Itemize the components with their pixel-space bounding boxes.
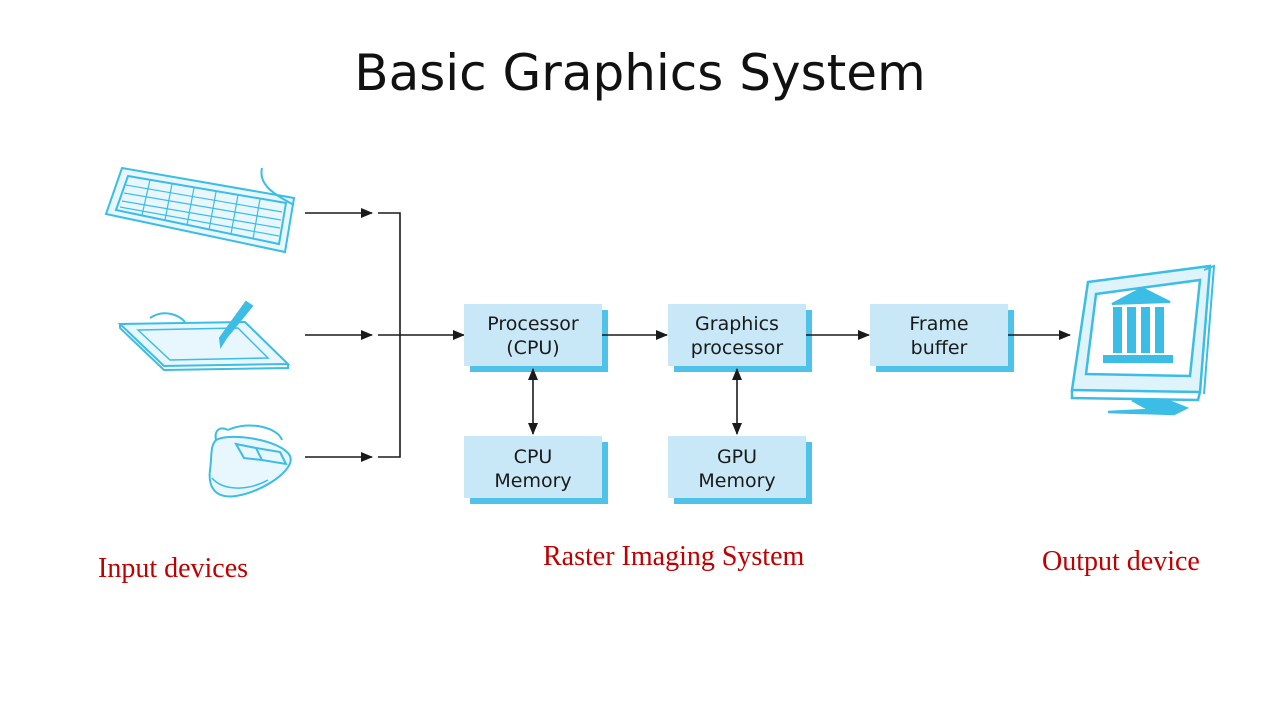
box-gpu-memory: GPU Memory xyxy=(668,436,812,504)
input-connectors xyxy=(305,208,465,462)
box-gpu-memory-line1: GPU xyxy=(717,446,757,468)
box-frame-buffer: Frame buffer xyxy=(870,304,1014,372)
flow-arrows xyxy=(528,330,1071,435)
box-cpu-line1: Processor xyxy=(487,313,579,335)
box-gpu: Graphics processor xyxy=(668,304,812,372)
caption-output-device: Output device xyxy=(1042,546,1200,577)
box-cpu-line2: (CPU) xyxy=(506,337,559,359)
box-frame-buffer-line1: Frame xyxy=(909,313,968,335)
box-frame-buffer-line2: buffer xyxy=(911,337,968,359)
box-cpu-memory-line1: CPU xyxy=(514,446,553,468)
caption-raster-imaging-system: Raster Imaging System xyxy=(543,541,805,572)
box-gpu-memory-line2: Memory xyxy=(698,470,775,492)
keyboard-icon xyxy=(104,166,296,254)
box-cpu-memory-line2: Memory xyxy=(494,470,571,492)
box-cpu-memory: CPU Memory xyxy=(464,436,608,504)
mouse-icon xyxy=(208,424,292,498)
box-gpu-line2: processor xyxy=(691,337,784,359)
caption-input-devices: Input devices xyxy=(98,553,249,584)
monitor-icon xyxy=(1070,264,1216,416)
slide-title: Basic Graphics System xyxy=(354,44,926,102)
box-cpu: Processor (CPU) xyxy=(464,304,608,372)
box-gpu-line1: Graphics xyxy=(695,313,779,335)
drawing-tablet-icon xyxy=(117,300,291,372)
